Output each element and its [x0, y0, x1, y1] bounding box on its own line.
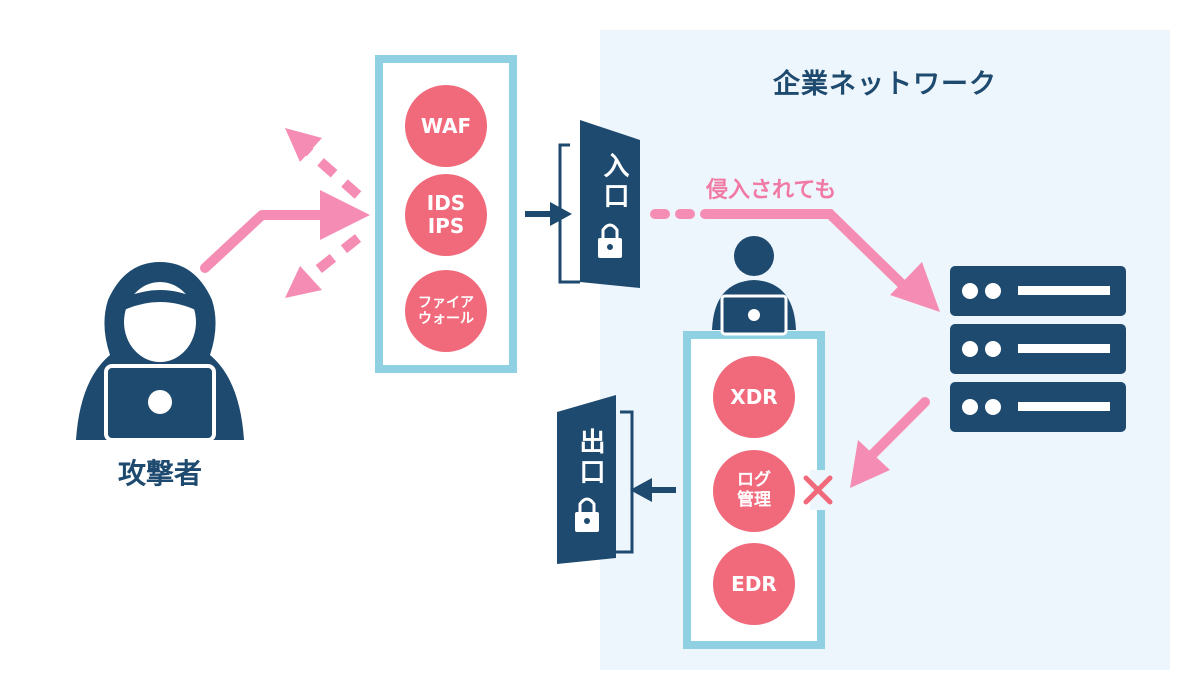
defense-log-management: ログ 管理: [713, 450, 795, 532]
deflected-arrowhead-down: [285, 266, 322, 298]
intrusion-label: 侵入されても: [706, 178, 837, 203]
exfiltration-arrow: [865, 397, 930, 462]
entry-arrowhead: [550, 202, 572, 226]
defense-ids-ips: IDS IPS: [405, 174, 487, 256]
defense-firewall: ファイア ウォール: [405, 270, 487, 352]
intrusion-arrowhead: [890, 262, 940, 312]
defense-edr: EDR: [713, 543, 795, 625]
attacker-icon: [76, 262, 244, 442]
deflected-arrowhead-up: [285, 128, 322, 162]
exit-arrowhead: [630, 478, 652, 502]
deflected-arrow-up: [301, 144, 362, 199]
block-x-icon: [803, 475, 833, 505]
defense-waf: WAF: [405, 85, 487, 167]
exfiltration-arrowhead: [850, 440, 890, 488]
entry-door-icon: [558, 120, 640, 288]
deflected-arrow-down: [301, 234, 362, 284]
network-label: 企業ネットワーク: [773, 69, 997, 100]
exit-label: 出口: [575, 428, 605, 488]
analyst-icon: [712, 236, 796, 336]
intrusion-arrow: [650, 209, 915, 297]
exit-door-icon: [557, 395, 634, 564]
defense-xdr: XDR: [713, 356, 795, 438]
attack-arrow: [200, 210, 330, 273]
attack-arrowhead: [320, 190, 370, 240]
attacker-label: 攻撃者: [117, 457, 202, 490]
server-icon: [950, 266, 1126, 432]
entry-label: 入口: [599, 152, 629, 212]
